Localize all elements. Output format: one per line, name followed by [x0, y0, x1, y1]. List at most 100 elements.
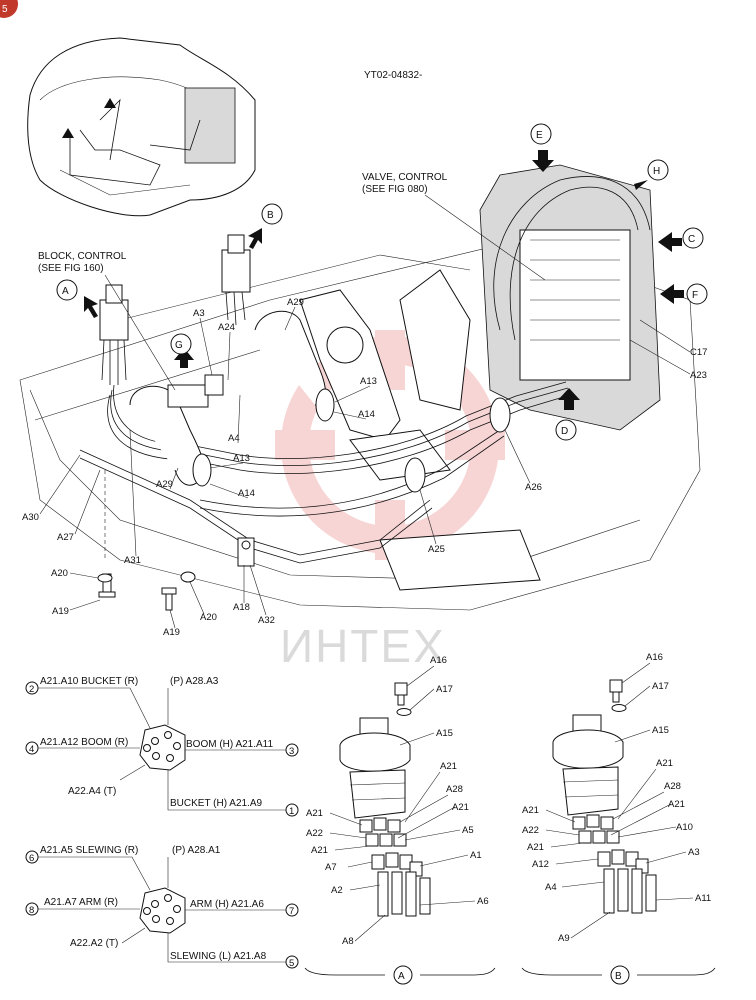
svg-text:A21: A21: [527, 842, 544, 853]
svg-text:A28: A28: [446, 784, 463, 795]
svg-text:A13: A13: [360, 376, 377, 387]
page-badge: 5: [0, 0, 18, 18]
svg-text:A21: A21: [440, 761, 457, 772]
svg-text:A10: A10: [676, 822, 693, 833]
svg-text:A21.A5 SLEWING (R): A21.A5 SLEWING (R): [40, 845, 138, 856]
svg-text:A32: A32: [258, 615, 275, 626]
svg-text:A26: A26: [525, 482, 542, 493]
svg-text:A30: A30: [22, 512, 39, 523]
svg-text:A: A: [62, 286, 69, 297]
svg-text:A20: A20: [200, 612, 217, 623]
svg-text:A1: A1: [470, 850, 482, 861]
svg-text:1: 1: [289, 806, 294, 817]
svg-text:C: C: [688, 234, 695, 245]
svg-text:BLOCK, CONTROL: BLOCK, CONTROL: [38, 251, 127, 262]
svg-text:A3: A3: [688, 847, 700, 858]
svg-text:A16: A16: [430, 655, 447, 666]
svg-text:D: D: [561, 426, 568, 437]
svg-text:BUCKET (H) A21.A9: BUCKET (H) A21.A9: [170, 798, 263, 809]
svg-text:A3: A3: [193, 308, 205, 319]
view-arrow-H: [634, 176, 648, 190]
svg-text:A21: A21: [452, 802, 469, 813]
svg-text:A14: A14: [358, 409, 375, 420]
svg-text:3: 3: [289, 746, 294, 757]
svg-text:A21.A10 BUCKET (R): A21.A10 BUCKET (R): [40, 676, 138, 687]
svg-text:A21.A7 ARM (R): A21.A7 ARM (R): [44, 897, 118, 908]
svg-text:A22: A22: [306, 828, 323, 839]
svg-text:A21: A21: [668, 799, 685, 810]
main-part-labels: A3 A24 A29 A13 A14 A4 A13 A14 A29 C17 A2…: [22, 297, 707, 638]
svg-text:A18: A18: [233, 602, 250, 613]
svg-text:5: 5: [289, 958, 294, 969]
view-arrow-E: [532, 150, 554, 172]
svg-text:A6: A6: [477, 896, 489, 907]
svg-text:A22.A4 (T): A22.A4 (T): [68, 786, 116, 797]
svg-text:B: B: [615, 971, 622, 982]
svg-text:A29: A29: [287, 297, 304, 308]
svg-text:F: F: [692, 290, 698, 301]
svg-text:A21.A12 BOOM (R): A21.A12 BOOM (R): [40, 737, 128, 748]
svg-text:A15: A15: [652, 725, 669, 736]
port-diagram-2: 6 A21.A5 SLEWING (R) (P) A28.A1 8 A21.A7…: [25, 845, 299, 969]
svg-text:A15: A15: [436, 728, 453, 739]
svg-text:A23: A23: [690, 370, 707, 381]
svg-text:A9: A9: [558, 933, 570, 944]
svg-text:A7: A7: [325, 862, 337, 873]
svg-text:G: G: [175, 340, 183, 351]
svg-text:A4: A4: [228, 433, 240, 444]
svg-text:(SEE FIG 160): (SEE FIG 160): [38, 263, 104, 274]
svg-text:A11: A11: [695, 893, 711, 904]
svg-text:A8: A8: [342, 936, 354, 947]
svg-text:A28: A28: [664, 781, 681, 792]
svg-text:A31: A31: [124, 555, 141, 566]
svg-text:BOOM (H) A21.A11: BOOM (H) A21.A11: [186, 739, 274, 750]
svg-text:5: 5: [2, 4, 8, 15]
svg-text:A12: A12: [532, 859, 549, 870]
svg-text:VALVE, CONTROL: VALVE, CONTROL: [362, 172, 448, 183]
svg-text:A4: A4: [545, 882, 557, 893]
callout-block-control: BLOCK, CONTROL (SEE FIG 160): [38, 251, 176, 391]
svg-text:(P) A28.A1: (P) A28.A1: [172, 845, 221, 856]
svg-text:A16: A16: [646, 652, 663, 663]
svg-text:A29: A29: [156, 479, 173, 490]
svg-text:A20: A20: [51, 568, 68, 579]
svg-text:6: 6: [29, 853, 34, 864]
machine-inset: [27, 37, 256, 217]
svg-text:A24: A24: [218, 322, 235, 333]
view-markers: A B C D E F G H: [56, 123, 708, 441]
view-arrow-B: [248, 228, 262, 249]
svg-text:2: 2: [29, 684, 34, 695]
svg-text:A21: A21: [311, 845, 328, 856]
svg-text:A19: A19: [163, 627, 180, 638]
view-arrow-D: [558, 388, 580, 410]
callout-valve-control: VALVE, CONTROL (SEE FIG 080): [362, 172, 546, 281]
svg-text:H: H: [653, 166, 660, 177]
svg-text:A5: A5: [462, 825, 474, 836]
svg-text:4: 4: [29, 744, 34, 755]
svg-text:A21: A21: [522, 805, 539, 816]
svg-text:A25: A25: [428, 544, 445, 555]
svg-text:A17: A17: [652, 681, 669, 692]
document-id: YT02-04832-: [364, 70, 422, 81]
svg-text:(P) A28.A3: (P) A28.A3: [170, 676, 219, 687]
svg-text:A14: A14: [238, 488, 255, 499]
detail-B: A16 A17 A15 A21 A28 A21 A21 A22 A21 A10 …: [521, 652, 716, 985]
svg-text:8: 8: [29, 905, 34, 916]
view-arrow-F: [660, 284, 684, 304]
main-assembly: [19, 150, 701, 611]
svg-text:ARM (H) A21.A6: ARM (H) A21.A6: [190, 899, 264, 910]
svg-text:SLEWING (L) A21.A8: SLEWING (L) A21.A8: [170, 951, 267, 962]
svg-text:A21: A21: [306, 808, 323, 819]
svg-text:A2: A2: [331, 885, 343, 896]
svg-text:A22: A22: [522, 825, 539, 836]
svg-text:A13: A13: [233, 453, 250, 464]
view-arrow-C: [658, 232, 682, 252]
svg-text:B: B: [267, 210, 274, 221]
svg-text:A: A: [398, 971, 405, 982]
port-diagram-1: 2 A21.A10 BUCKET (R) (P) A28.A3 4 A21.A1…: [25, 676, 299, 817]
detail-A: A16 A17 A15 A21 A28 A21 A21 A22 A21 A5 A…: [304, 655, 496, 985]
svg-text:E: E: [536, 130, 543, 141]
view-arrow-G: [174, 348, 194, 368]
view-arrow-A: [84, 296, 98, 318]
